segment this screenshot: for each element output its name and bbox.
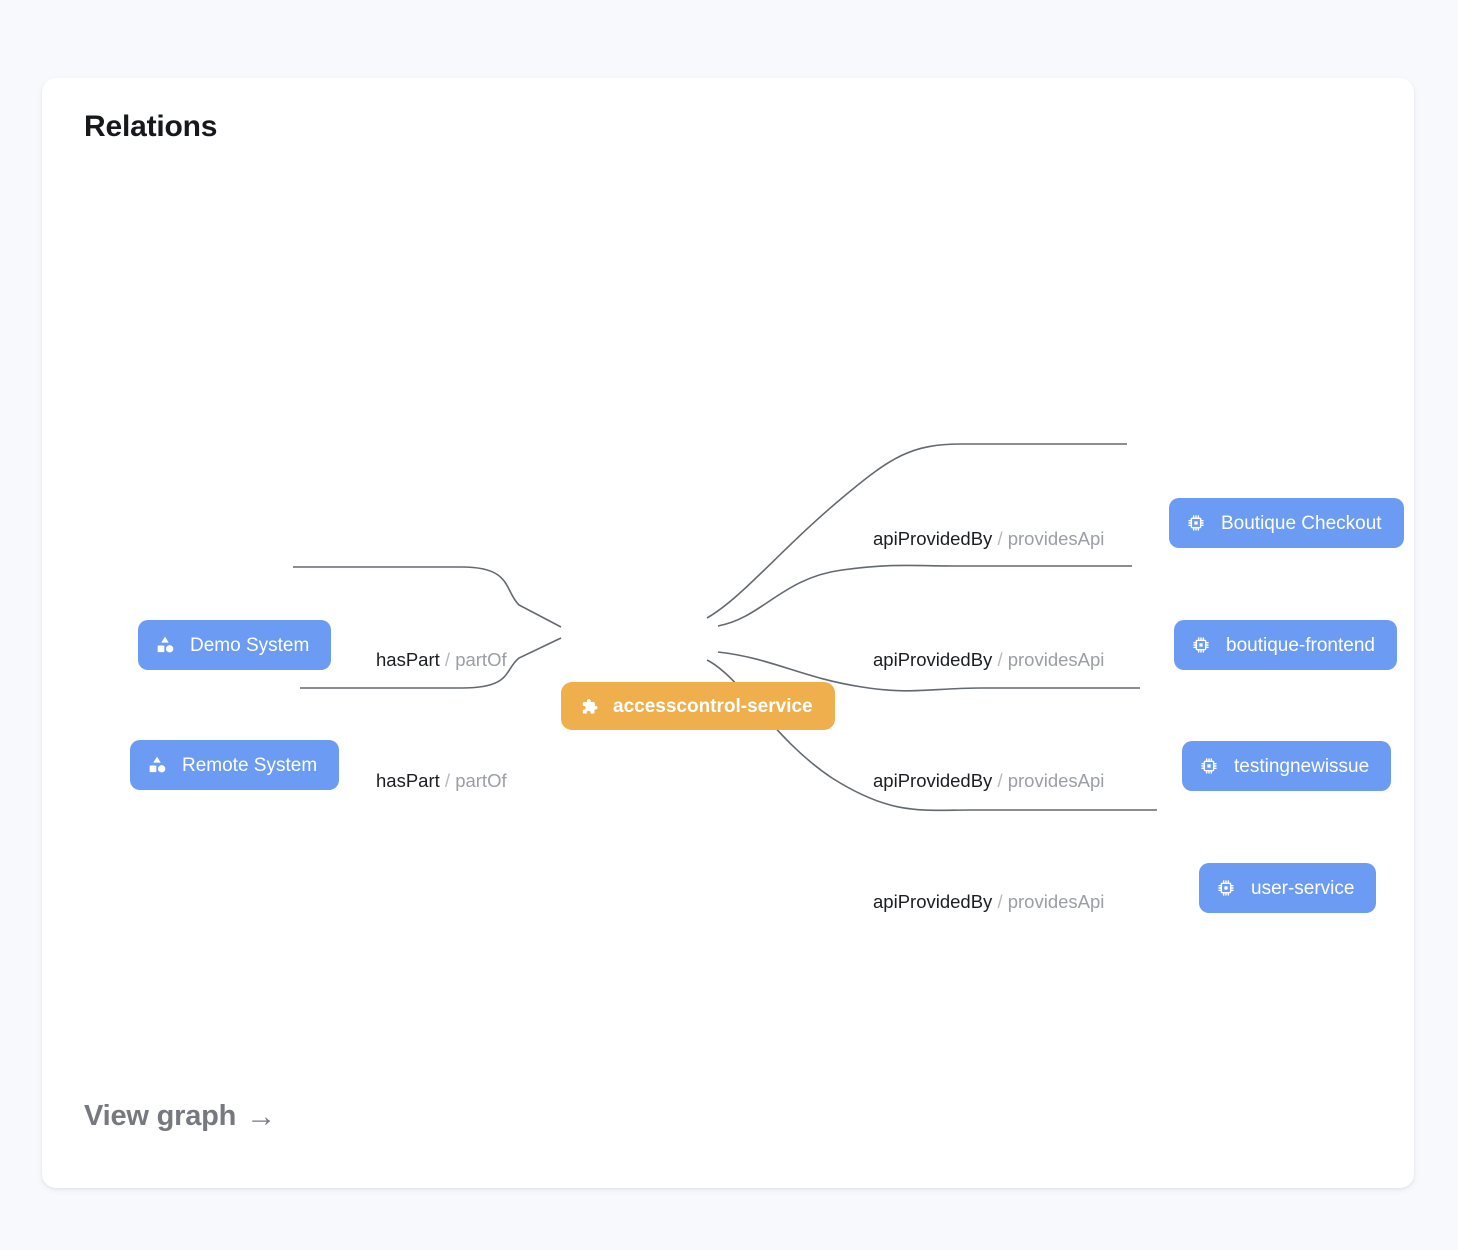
view-graph-label: View graph [84, 1100, 237, 1132]
edge-forward-label: hasPart [376, 770, 440, 791]
puzzle-piece-icon [577, 695, 599, 717]
graph-node-label: user-service [1251, 877, 1355, 899]
relations-card: Relations [42, 78, 1414, 1188]
edge-forward-label: apiProvidedBy [873, 891, 993, 912]
edge-forward-label: hasPart [376, 649, 440, 670]
edge-reverse-label: partOf [455, 770, 507, 791]
chip-icon [1185, 512, 1207, 534]
edge-label-boutique-frontend: apiProvidedBy / providesApi [873, 649, 1105, 670]
edge-forward-label: apiProvidedBy [873, 528, 993, 549]
graph-node-testingnewissue[interactable]: testingnewissue [1182, 741, 1392, 791]
chip-icon [1190, 634, 1212, 656]
category-icon [154, 634, 176, 656]
view-graph-link[interactable]: View graph → [84, 1100, 276, 1133]
arrow-right-icon: → [246, 1099, 276, 1133]
edge-label-remote-system: hasPart / partOf [376, 770, 507, 791]
graph-node-boutique-checkout[interactable]: Boutique Checkout [1169, 498, 1404, 548]
chip-icon [1198, 755, 1220, 777]
edge-reverse-label: providesApi [1007, 649, 1105, 670]
graph-node-label: Remote System [182, 754, 318, 776]
graph-node-accesscontrol-service[interactable]: accesscontrol-service [561, 682, 835, 730]
edge-forward-label: apiProvidedBy [873, 770, 993, 791]
graph-node-demo-system[interactable]: Demo System [138, 620, 332, 670]
edge-reverse-label: providesApi [1007, 770, 1105, 791]
graph-node-label: Boutique Checkout [1221, 512, 1382, 534]
edge-label-boutique-checkout: apiProvidedBy / providesApi [873, 528, 1105, 549]
graph-node-label: testingnewissue [1234, 755, 1370, 777]
edge-separator: / [997, 528, 1008, 549]
graph-node-boutique-frontend[interactable]: boutique-frontend [1174, 620, 1397, 670]
edge-label-user-service: apiProvidedBy / providesApi [873, 891, 1105, 912]
graph-node-user-service[interactable]: user-service [1199, 863, 1377, 913]
edge-separator: / [444, 770, 456, 791]
edge-separator: / [444, 649, 456, 670]
chip-icon [1215, 877, 1237, 899]
category-icon [146, 754, 168, 776]
edge-reverse-label: partOf [455, 649, 507, 670]
edge-boutique-frontend [717, 564, 1132, 627]
edge-separator: / [997, 649, 1008, 670]
graph-node-label: Demo System [190, 634, 310, 656]
edge-label-testingnewissue: apiProvidedBy / providesApi [873, 770, 1105, 791]
edge-label-demo-system: hasPart / partOf [376, 649, 507, 670]
edge-reverse-label: providesApi [1007, 528, 1105, 549]
edge-forward-label: apiProvidedBy [873, 649, 993, 670]
graph-node-label: accesscontrol-service [613, 695, 813, 717]
graph-node-remote-system[interactable]: Remote System [130, 740, 340, 790]
relations-graph[interactable]: Demo System Remote System [42, 78, 1414, 1188]
graph-node-label: boutique-frontend [1226, 634, 1375, 656]
edge-separator: / [997, 891, 1008, 912]
edge-reverse-label: providesApi [1007, 891, 1105, 912]
edge-separator: / [997, 770, 1008, 791]
edge-demo-system [293, 566, 562, 628]
page-title: Relations [84, 110, 218, 143]
